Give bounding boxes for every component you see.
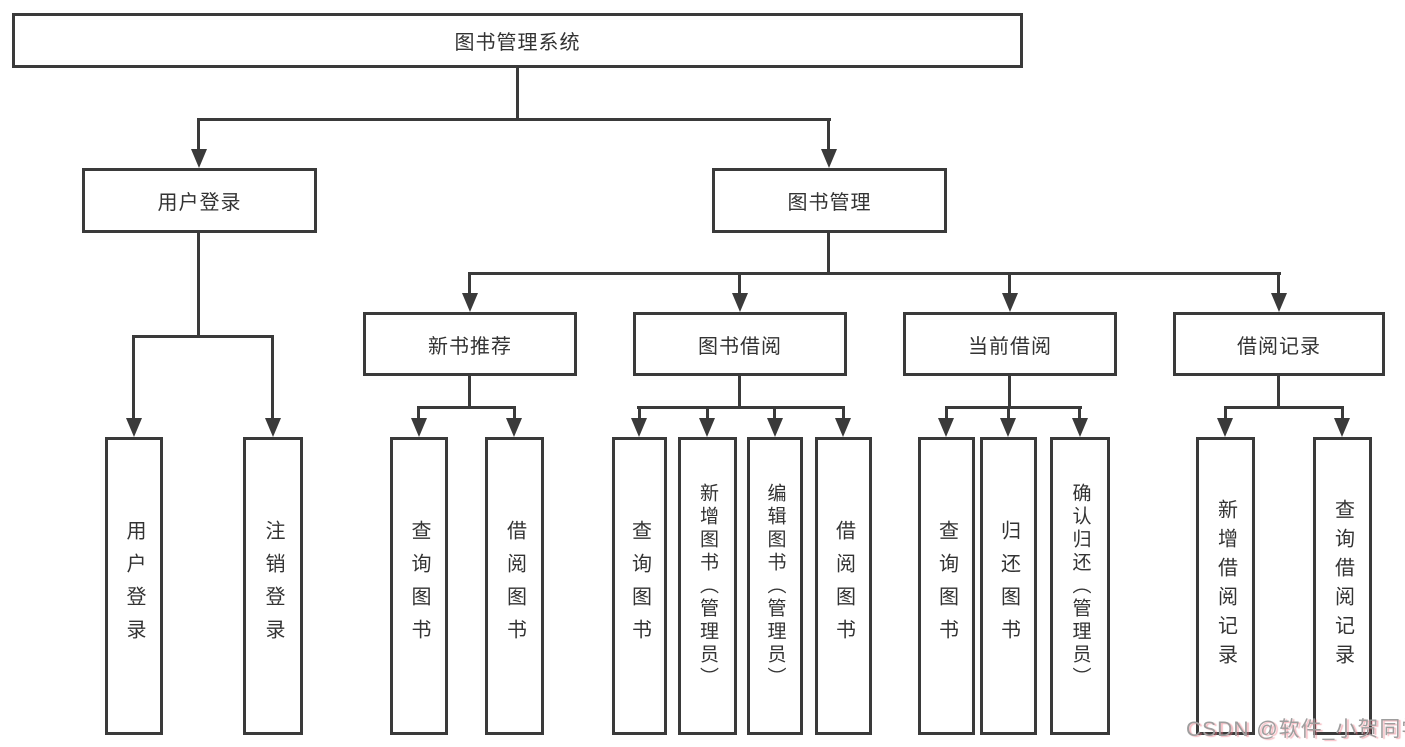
node-current-borrowing: 当前借阅 — [903, 312, 1117, 376]
node-label: 确认归还（管理员） — [1069, 482, 1091, 690]
arrow-down-icon — [835, 418, 851, 437]
node-label: 借阅图书 — [503, 520, 526, 652]
connector-book-mgmt-stem — [827, 233, 830, 275]
node-query-books-current: 查询图书 — [918, 437, 975, 735]
arrow-down-icon — [126, 418, 142, 437]
node-label: 新增图书（管理员） — [697, 482, 718, 690]
node-query-books-recommend: 查询图书 — [390, 437, 448, 735]
node-label: 查询图书 — [935, 520, 958, 652]
connector-book-borrow-stem — [738, 376, 741, 409]
arrow-down-icon — [191, 149, 207, 168]
connector-arrow-shaft-leaf — [1224, 406, 1227, 420]
node-edit-books-admin: 编辑图书（管理员） — [747, 437, 803, 735]
arrow-down-icon — [732, 293, 748, 312]
node-label: 借阅记录 — [1237, 335, 1321, 358]
node-label: 注销登录 — [262, 520, 284, 652]
arrow-down-icon — [767, 418, 783, 437]
node-label: 图书管理系统 — [454, 32, 581, 54]
node-query-borrow-record: 查询借阅记录 — [1313, 437, 1372, 735]
connector-arrow-shaft-leaf — [773, 406, 776, 420]
node-label: 查询借阅记录 — [1331, 499, 1354, 673]
node-label: 用户登录 — [123, 520, 145, 652]
connector-arrow-shaft-v-user-login — [132, 335, 135, 419]
node-label: 借阅图书 — [832, 520, 855, 652]
node-label: 用户登录 — [157, 192, 242, 214]
connector-arrow-shaft-leaf — [1341, 406, 1344, 420]
connector-arrow-shaft-borrow-records — [1277, 272, 1280, 294]
node-book-management: 图书管理 — [712, 168, 947, 233]
node-label: 查询图书 — [628, 520, 651, 652]
connector-arrow-shaft-leaf — [638, 406, 641, 420]
arrow-down-icon — [821, 149, 837, 168]
node-query-books-borrowing: 查询图书 — [612, 437, 667, 735]
node-user-login-action: 用户登录 — [105, 437, 163, 735]
arrow-down-icon — [411, 418, 427, 437]
node-add-books-admin: 新增图书（管理员） — [678, 437, 737, 735]
connector-arrow-shaft-leaf — [513, 406, 516, 420]
node-return-books: 归还图书 — [980, 437, 1037, 735]
arrow-down-icon — [938, 418, 954, 437]
node-library-management-system: 图书管理系统 — [12, 13, 1023, 68]
connector-arrow-shaft-leaf — [706, 406, 709, 420]
arrow-down-icon — [1217, 418, 1233, 437]
connector-current-borrow-stem — [1008, 376, 1011, 409]
node-label: 归还图书 — [997, 520, 1020, 652]
node-label: 新增借阅记录 — [1214, 499, 1237, 673]
connector-arrow-shaft-leaf — [1078, 406, 1081, 420]
arrow-down-icon — [631, 418, 647, 437]
arrow-down-icon — [1072, 418, 1088, 437]
connector-borrow-records-branch — [1224, 406, 1344, 409]
node-logout-action: 注销登录 — [243, 437, 303, 735]
connector-user-login-branch — [132, 335, 274, 338]
connector-borrow-records-stem — [1277, 376, 1280, 409]
node-label: 新书推荐 — [428, 335, 512, 358]
node-book-borrowing: 图书借阅 — [633, 312, 847, 376]
arrow-down-icon — [506, 418, 522, 437]
connector-arrow-shaft-book-borrow — [738, 272, 741, 294]
node-confirm-return-admin: 确认归还（管理员） — [1050, 437, 1110, 735]
connector-current-borrow-branch — [945, 406, 1082, 409]
connector-arrow-shaft-current-borrow — [1008, 272, 1011, 294]
node-label: 图书管理 — [787, 192, 872, 214]
connector-arrow-shaft-leaf — [1007, 406, 1010, 420]
node-label: 查询图书 — [408, 520, 430, 652]
connector-book-mgmt-branch — [468, 272, 1281, 275]
node-borrow-books-borrowing: 借阅图书 — [815, 437, 872, 735]
arrow-down-icon — [462, 293, 478, 312]
arrow-down-icon — [1000, 418, 1016, 437]
connector-arrow-shaft-new-book-rec — [468, 272, 471, 294]
connector-arrow-shaft-leaf — [842, 406, 845, 420]
connector-book-borrow-branch — [637, 406, 845, 409]
node-borrow-records: 借阅记录 — [1173, 312, 1385, 376]
node-label: 图书借阅 — [698, 335, 782, 358]
arrow-down-icon — [1002, 293, 1018, 312]
connector-arrow-shaft-user-login — [197, 118, 200, 151]
arrow-down-icon — [1271, 293, 1287, 312]
connector-arrow-shaft-leaf — [945, 406, 948, 420]
connector-new-book-rec-stem — [468, 376, 471, 409]
connector-root-branch — [197, 118, 831, 121]
connector-root-stem — [516, 68, 519, 121]
arrow-down-icon — [699, 418, 715, 437]
connector-new-book-rec-branch — [417, 406, 516, 409]
connector-arrow-shaft-v-logout — [271, 335, 274, 419]
csdn-watermark: CSDN @软件_小贺同学 — [1186, 718, 1405, 741]
node-borrow-books-recommend: 借阅图书 — [485, 437, 544, 735]
connector-user-login-stem — [197, 233, 200, 338]
connector-arrow-shaft-book-mgmt — [827, 118, 830, 151]
node-add-borrow-record: 新增借阅记录 — [1196, 437, 1255, 735]
node-label: 当前借阅 — [968, 335, 1052, 358]
node-new-book-recommendation: 新书推荐 — [363, 312, 577, 376]
arrow-down-icon — [265, 418, 281, 437]
node-label: 编辑图书（管理员） — [764, 482, 786, 690]
arrow-down-icon — [1334, 418, 1350, 437]
connector-arrow-shaft-leaf — [417, 406, 420, 420]
node-user-login: 用户登录 — [82, 168, 317, 233]
